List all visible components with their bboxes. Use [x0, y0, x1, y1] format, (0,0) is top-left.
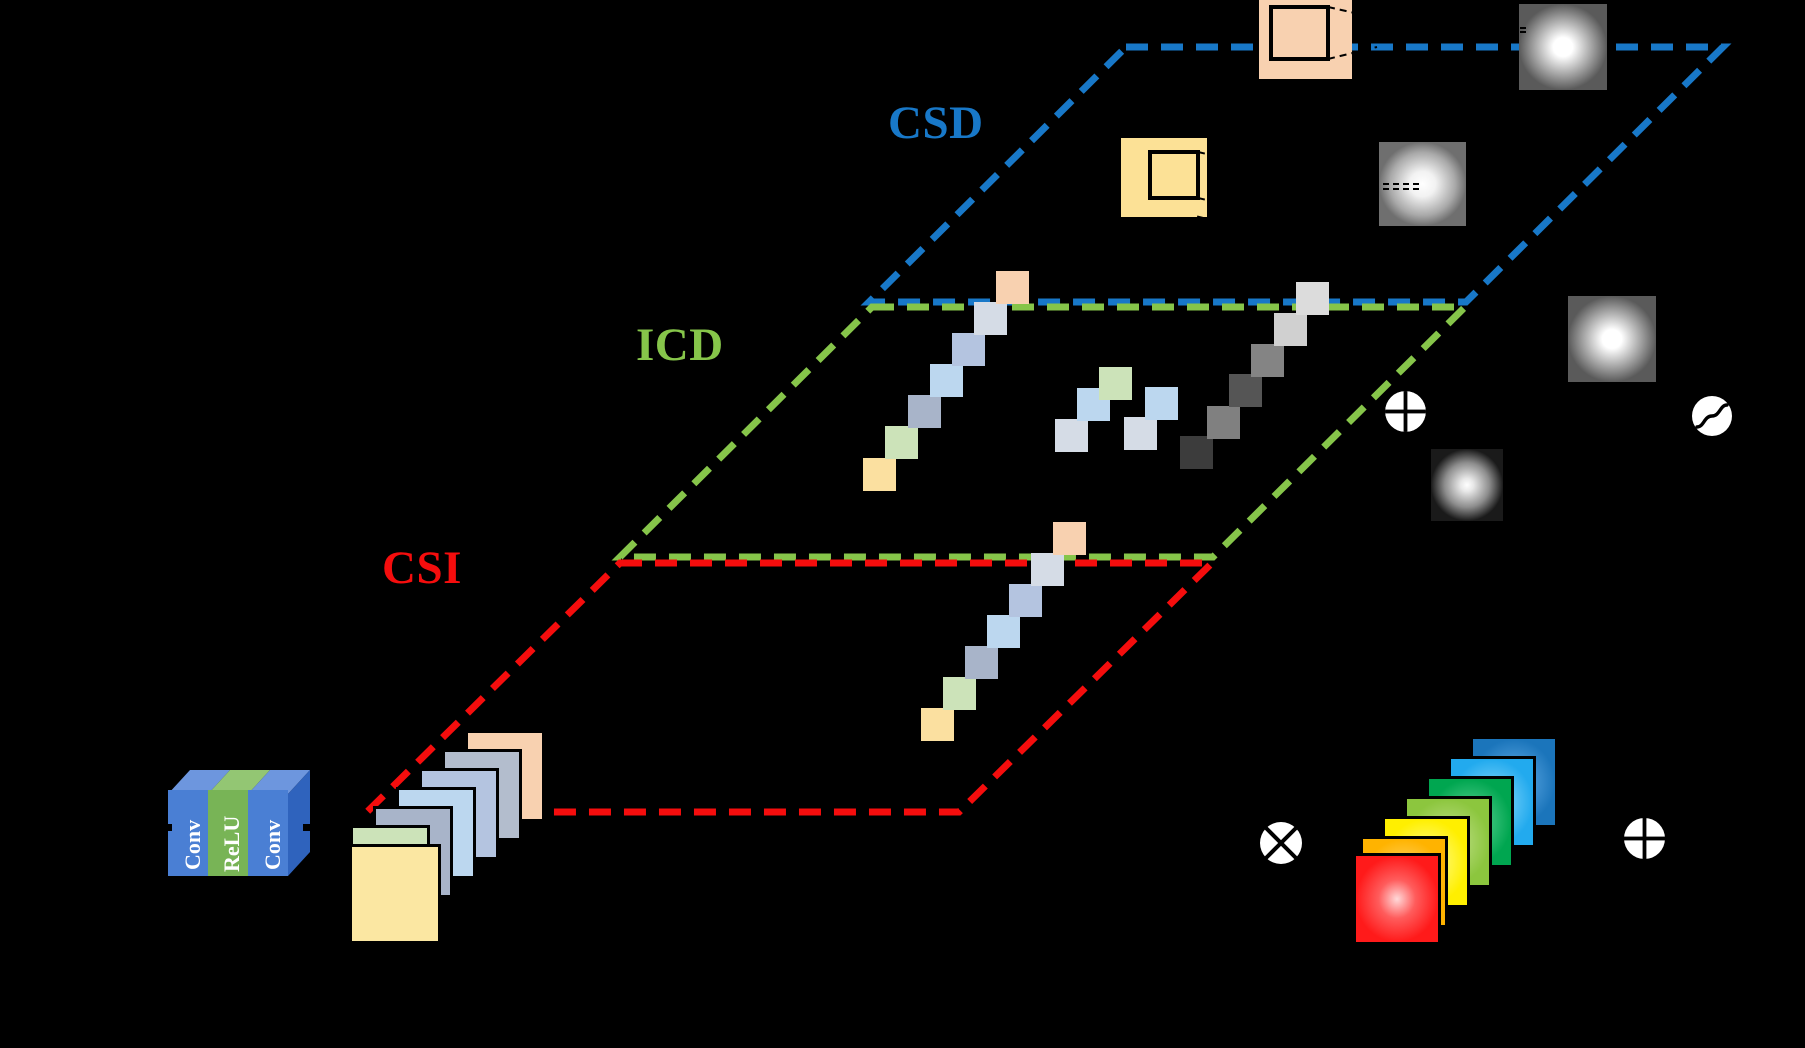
token — [1145, 387, 1178, 420]
pastel-layer — [349, 844, 441, 944]
times-circle-icon[interactable] — [1260, 822, 1302, 864]
conv-relu-conv-block: Conv ReLU Conv — [168, 770, 310, 876]
conv-block-left-nub — [150, 824, 172, 831]
relu-slice-label: ReLU — [219, 815, 244, 872]
token — [908, 395, 941, 428]
white-blur-tile-a-leader — [1490, 27, 1528, 33]
plus-circle-icon[interactable] — [1385, 391, 1426, 432]
white-blur-tile-b — [1568, 296, 1656, 382]
peach-crop-tile — [1259, 0, 1352, 79]
plane-label-csd: CSD — [888, 97, 984, 149]
conv-block-right-nub — [303, 824, 339, 831]
conv-slice-1-label: Conv — [180, 819, 205, 870]
relu-slice — [208, 790, 248, 876]
plane-label-icd: ICD — [636, 319, 724, 371]
conv-block-top-faces — [168, 770, 310, 876]
white-blur-tile-a — [1519, 4, 1607, 90]
dark-blur-tile — [1431, 449, 1503, 521]
conv-slice-1 — [168, 790, 208, 876]
conv-slice-2 — [248, 790, 288, 876]
plane-csi-outline — [358, 559, 1221, 816]
plus-circle-icon-2[interactable] — [1624, 818, 1665, 859]
token — [1296, 282, 1329, 315]
token — [1009, 584, 1042, 617]
plane-icd-outline — [611, 303, 1474, 561]
color-layer — [1353, 853, 1441, 945]
plane-label-csi: CSI — [382, 542, 462, 594]
token — [1099, 367, 1132, 400]
token — [930, 364, 963, 397]
token — [885, 426, 918, 459]
token — [1124, 417, 1157, 450]
token — [952, 333, 985, 366]
yellow-crop-overlay — [1148, 150, 1234, 228]
sigmoid-circle-icon[interactable] — [1692, 396, 1732, 436]
token — [987, 615, 1020, 648]
token — [943, 677, 976, 710]
token — [1053, 522, 1086, 555]
gray-blur-tile-leader — [1373, 183, 1421, 190]
token — [1180, 436, 1213, 469]
token — [996, 271, 1029, 304]
token — [1251, 344, 1284, 377]
token — [1055, 419, 1088, 452]
token — [1274, 313, 1307, 346]
token — [1031, 553, 1064, 586]
peach-crop-overlay — [1269, 5, 1378, 61]
conv-slice-2-label: Conv — [260, 819, 285, 870]
token — [1229, 374, 1262, 407]
token — [974, 302, 1007, 335]
token — [921, 708, 954, 741]
token — [965, 646, 998, 679]
token — [863, 458, 896, 491]
token — [1207, 406, 1240, 439]
